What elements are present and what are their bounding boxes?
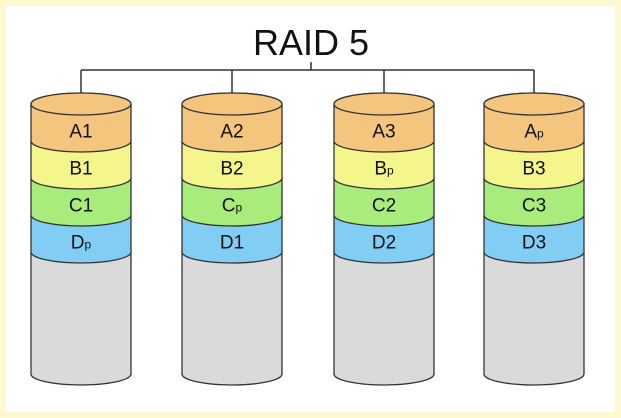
block-label: D2 [372,233,396,254]
bus-connectors [80,62,535,104]
block-label: Dp [71,233,92,254]
block-label: C1 [69,196,93,217]
disk-top [483,92,585,116]
block-label: C3 [522,196,546,217]
block-label: C2 [372,196,396,217]
block-label: A3 [372,122,395,143]
block-label: Ap [524,122,544,143]
block-label: A2 [220,122,243,143]
disk-top [333,92,435,116]
block-label: Bp [374,159,394,180]
block-label: A1 [69,122,92,143]
block-label: D1 [220,233,244,254]
disk-top [181,92,283,116]
disk-top [30,92,132,116]
block-label: B3 [522,159,545,180]
block-label: B2 [220,159,243,180]
block-label: D3 [522,233,546,254]
diagram-title: RAID 5 [253,22,369,63]
block-label: B1 [69,159,92,180]
block-label: Cp [222,196,243,217]
